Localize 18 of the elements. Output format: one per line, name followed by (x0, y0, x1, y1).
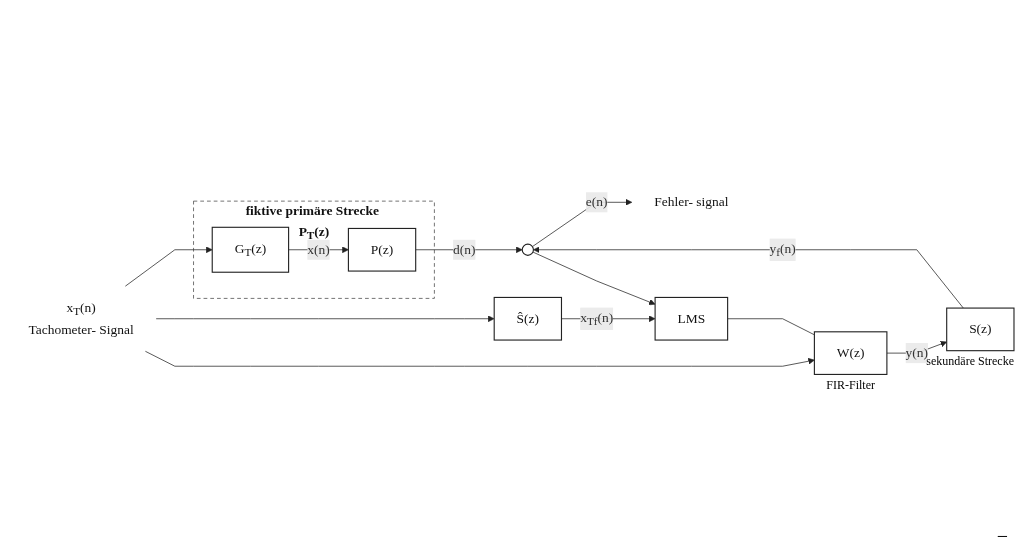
node-box: P(z) (347, 228, 417, 272)
node-box: LMS (654, 297, 729, 341)
edge-label: x$_{Tf}$(n) (580, 310, 614, 328)
node-text: Fehler- signal (654, 194, 729, 210)
node-box: W(z) (813, 331, 888, 376)
edge-label: x(n) (307, 242, 330, 258)
node-box: Ŝ(z) (493, 297, 563, 341)
connector (727, 318, 815, 336)
edge-label: d(n) (453, 242, 476, 258)
node-circle (521, 243, 534, 257)
node-box: G$_{T}$(z) (211, 227, 290, 274)
edge-label: y(n) (905, 345, 929, 361)
edge-label: y$_{f}$(n) (769, 241, 796, 259)
block-caption: FIR-Filter (826, 377, 875, 393)
minus-sign: − (996, 525, 1008, 548)
node-text: x$_{T}$(n) Tachometer- Signal (28, 299, 134, 338)
edge-label: e(n) (585, 194, 608, 210)
node-box: S(z) (946, 307, 1015, 352)
